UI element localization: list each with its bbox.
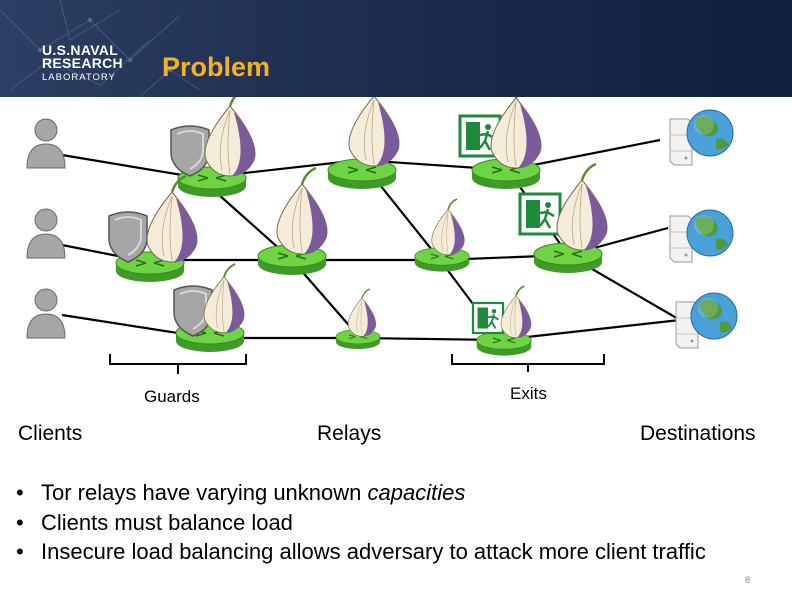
bullet-item: Clients must balance load [16,508,716,538]
globe-icon [686,209,734,257]
exit-sign-icon [518,192,562,236]
clients-label: Clients [18,422,83,445]
bracket-exits [451,354,605,372]
client-person-icon [26,118,66,169]
page-number: 8 [745,575,751,585]
tor-network-diagram [26,97,738,374]
logo-line2: RESEARCH [42,55,123,71]
globe-icon [686,109,734,157]
exit-sign-icon [471,301,505,335]
banner-pattern [0,0,201,97]
exits-label: Exits [510,384,547,403]
nrl-logo: U.S.NAVAL RESEARCH LABORATORY [42,42,123,84]
relays-label: Relays [317,422,382,445]
destinations-label: Destinations [640,422,756,445]
destinations-column [669,109,738,349]
slide-title: Problem [162,52,271,82]
logo-line3: LABORATORY [42,72,116,83]
bullet-text: Clients must balance load [41,509,293,535]
client-person-icon [26,208,66,259]
bullet-text: Insecure load balancing allows adversary… [41,539,706,564]
bullet-text: Tor relays have varying unknown [41,480,368,505]
header-banner: U.S.NAVAL RESEARCH LABORATORY Problem [0,0,792,97]
globe-icon [690,292,738,340]
exit-relays [458,97,609,357]
client-person-icon [26,288,66,339]
onion-icon [430,198,466,256]
middle-relays [257,97,470,350]
onion-icon [347,97,401,168]
guards-label: Guards [144,387,200,406]
onion-icon [347,288,377,337]
logo-line1: U.S.NAVAL [42,42,119,58]
onion-icon [202,262,246,334]
onion-icon [555,162,609,252]
bracket-guards [109,354,247,374]
bullet-item: Insecure load balancing allows adversary… [16,537,716,567]
bullet-item: Tor relays have varying unknown capaciti… [16,478,716,508]
clients-column [26,118,66,339]
bullet-list: Tor relays have varying unknown capaciti… [16,478,716,567]
bullet-emphasis: capacities [367,480,466,505]
onion-icon [500,285,532,339]
onion-icon [275,166,329,256]
guard-relays [108,97,257,353]
onion-icon [203,97,257,178]
onion-icon [489,97,543,170]
